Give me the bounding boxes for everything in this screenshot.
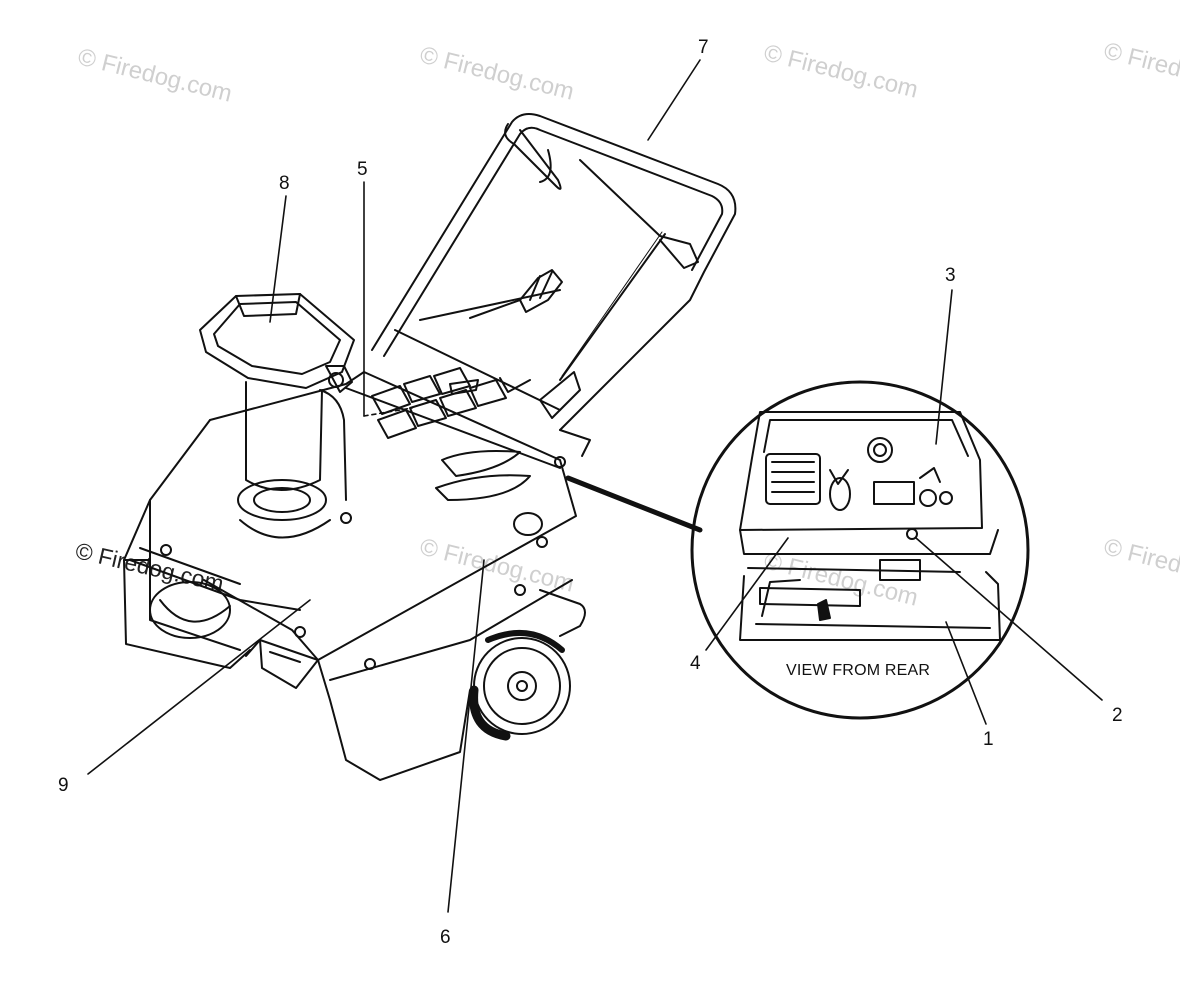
callout-4: 4 xyxy=(690,653,701,674)
leader-line-9 xyxy=(87,599,311,775)
leader-line-4 xyxy=(705,537,789,651)
leader-line-8 xyxy=(269,195,287,323)
inset-caption: VIEW FROM REAR xyxy=(786,662,931,679)
leader-line-5-dash xyxy=(363,407,413,417)
leader-line-2 xyxy=(915,537,1103,701)
leader-line-1 xyxy=(945,621,987,725)
callout-6: 6 xyxy=(440,927,451,948)
wheel xyxy=(469,629,571,741)
callout-1: 1 xyxy=(983,729,994,750)
leader-line-6 xyxy=(447,559,485,913)
callout-8: 8 xyxy=(279,173,290,194)
callout-5: 5 xyxy=(357,159,368,180)
auger-housing xyxy=(123,367,586,781)
callout-9: 9 xyxy=(58,775,69,796)
discharge-chute xyxy=(199,293,355,539)
callout-2: 2 xyxy=(1112,705,1123,726)
handle-assembly xyxy=(371,113,737,457)
callout-7: 7 xyxy=(698,37,709,58)
leader-line-7 xyxy=(647,59,701,141)
leader-line-3 xyxy=(935,289,953,445)
leader-lines xyxy=(87,59,1103,913)
rear-view-inset xyxy=(565,380,1030,720)
callout-3: 3 xyxy=(945,265,956,286)
